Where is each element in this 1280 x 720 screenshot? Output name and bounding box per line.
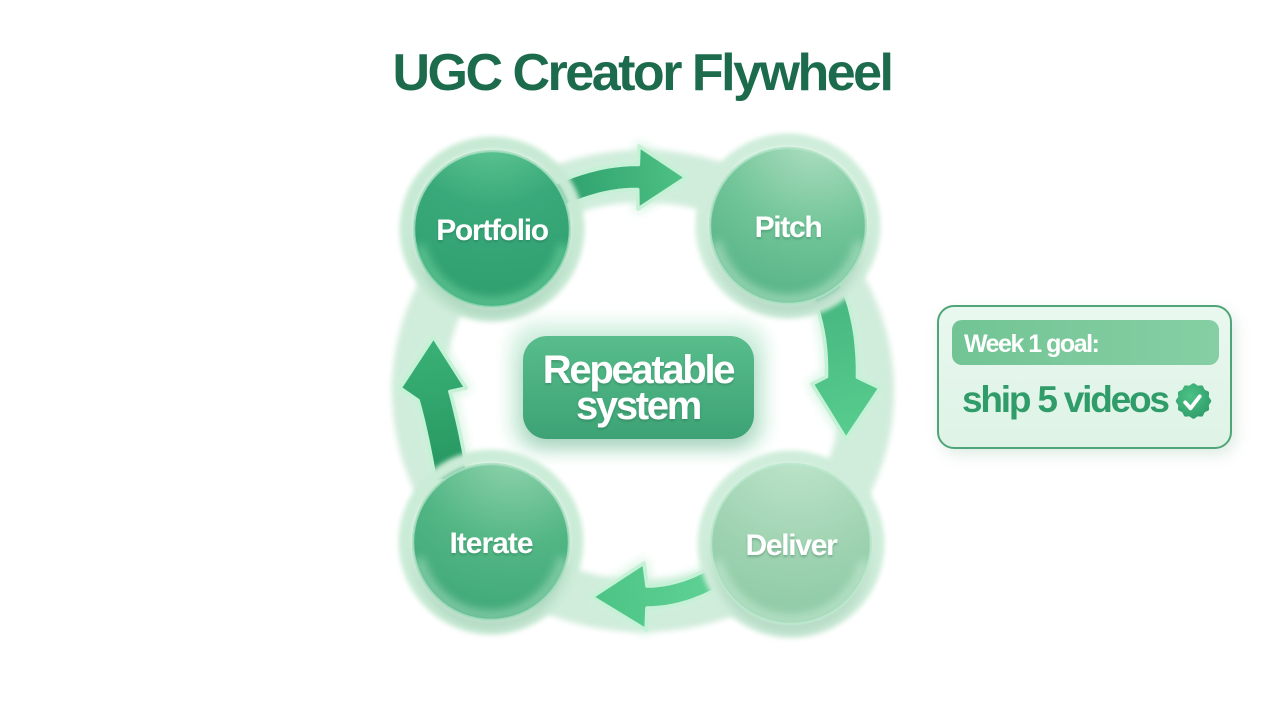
svg-text:Repeatable: Repeatable [543, 348, 734, 392]
svg-text:ship 5 videos: ship 5 videos [962, 379, 1169, 420]
svg-text:Deliver: Deliver [746, 529, 839, 562]
svg-text:system: system [576, 384, 701, 428]
svg-text:UGC Creator Flywheel: UGC Creator Flywheel [392, 44, 891, 102]
svg-text:Portfolio: Portfolio [436, 214, 549, 247]
svg-text:Week 1 goal:: Week 1 goal: [964, 330, 1098, 358]
svg-text:Pitch: Pitch [755, 211, 822, 244]
svg-text:Iterate: Iterate [449, 527, 532, 560]
